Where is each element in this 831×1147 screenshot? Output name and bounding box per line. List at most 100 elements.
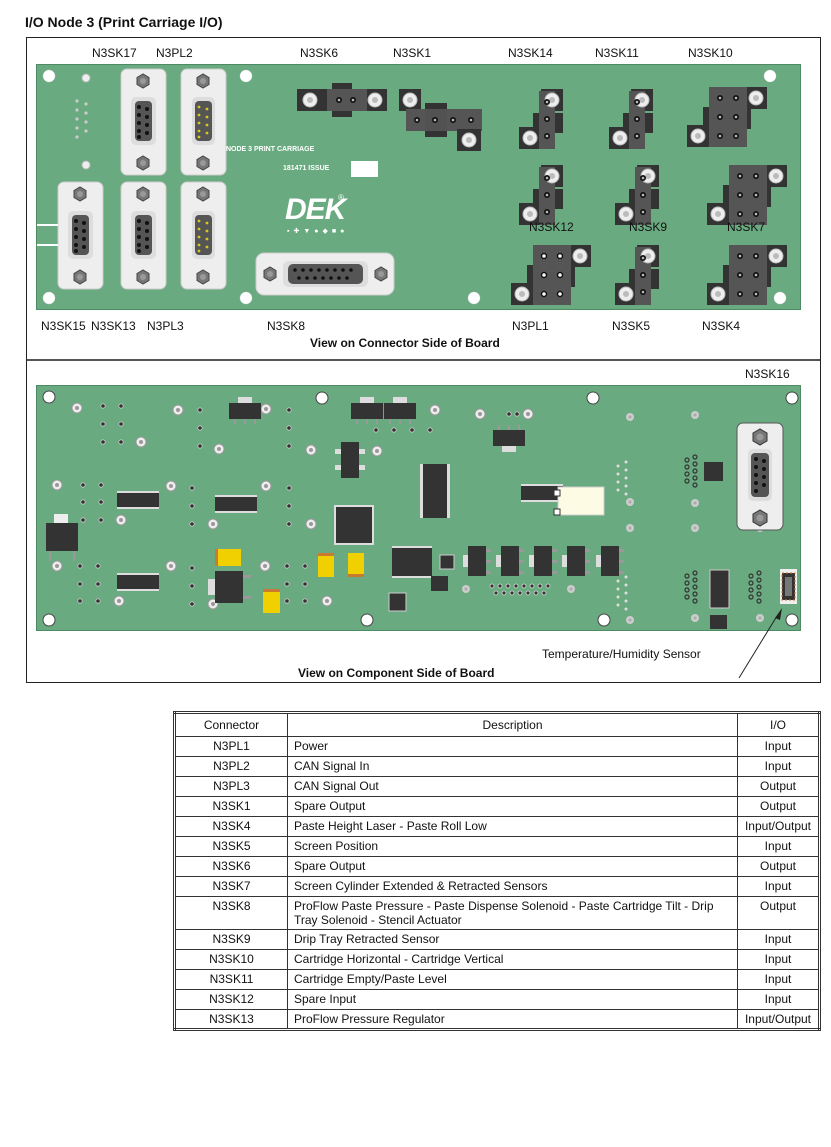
connector-side-caption: View on Connector Side of Board bbox=[310, 336, 500, 350]
sot89 bbox=[46, 514, 78, 561]
label-n3pl3: N3PL3 bbox=[147, 319, 184, 333]
db9-n3sk16-connector bbox=[736, 422, 784, 531]
description-cell: ProFlow Pressure Regulator bbox=[287, 1009, 738, 1030]
soic-vertical-chip bbox=[709, 569, 730, 609]
mounting-hole bbox=[773, 291, 787, 305]
header-n3sk4-connector bbox=[707, 245, 787, 305]
small-chip bbox=[704, 462, 723, 481]
label-n3sk12: N3SK12 bbox=[529, 220, 574, 234]
header-n3sk14-connector bbox=[519, 89, 563, 149]
board-diagram-frame: N3SK17 N3PL2 N3SK6 N3SK1 N3SK14 N3SK11 N… bbox=[26, 37, 821, 683]
connector-cell: N3SK10 bbox=[174, 949, 288, 970]
sot223 bbox=[335, 442, 365, 478]
dpak-transistor bbox=[529, 546, 557, 576]
mounting-hole bbox=[239, 69, 253, 83]
io-cell: Input bbox=[737, 989, 820, 1010]
description-cell: Drip Tray Retracted Sensor bbox=[287, 929, 738, 950]
db9-n3pl3-connector bbox=[180, 181, 227, 290]
label-n3sk9: N3SK9 bbox=[629, 220, 668, 234]
io-cell: Input bbox=[737, 876, 820, 897]
header-pads bbox=[684, 454, 762, 604]
db9-n3pl2-connector bbox=[180, 68, 227, 176]
label-n3sk1: N3SK1 bbox=[393, 46, 432, 60]
connector-cell: N3SK12 bbox=[174, 989, 288, 1010]
label-n3sk14: N3SK14 bbox=[508, 46, 553, 60]
header-io: I/O bbox=[737, 712, 820, 737]
sot-regulator bbox=[384, 397, 416, 424]
label-n3sk7: N3SK7 bbox=[727, 220, 766, 234]
connector-cell: N3SK4 bbox=[174, 816, 288, 837]
io-cell: Input bbox=[737, 836, 820, 857]
soic-chip bbox=[215, 495, 257, 513]
label-n3sk11: N3SK11 bbox=[595, 46, 639, 60]
io-cell: Input bbox=[737, 949, 820, 970]
connector-cell: N3SK8 bbox=[174, 896, 288, 930]
soic-chip bbox=[117, 491, 159, 509]
dpak-transistor bbox=[562, 546, 590, 576]
io-cell: Output bbox=[737, 776, 820, 797]
page-title: I/O Node 3 (Print Carriage I/O) bbox=[25, 14, 223, 30]
io-cell: Output bbox=[737, 796, 820, 817]
issue-box bbox=[351, 161, 378, 177]
soic-wide-chip bbox=[392, 546, 432, 578]
label-n3sk8: N3SK8 bbox=[267, 319, 306, 333]
description-cell: Screen Position bbox=[287, 836, 738, 857]
label-n3pl1: N3PL1 bbox=[512, 319, 549, 333]
connector-cell: N3SK5 bbox=[174, 836, 288, 857]
header-n3sk7-connector bbox=[707, 165, 787, 225]
description-cell: Spare Output bbox=[287, 796, 738, 817]
db9-n3sk15-connector bbox=[37, 181, 104, 290]
label-n3sk16: N3SK16 bbox=[745, 367, 790, 381]
io-cell: Input/Output bbox=[737, 816, 820, 837]
connector-side-parts bbox=[37, 68, 787, 305]
db9-n3sk13-connector bbox=[120, 181, 167, 290]
header-n3sk12-top-connector bbox=[519, 165, 563, 225]
label-n3sk13: N3SK13 bbox=[91, 319, 136, 333]
mounting-hole bbox=[763, 69, 777, 83]
component-side-board bbox=[36, 385, 801, 631]
header-pads bbox=[75, 73, 91, 170]
tantalum-capacitor bbox=[348, 553, 364, 577]
db9-n3sk17-connector bbox=[120, 68, 167, 176]
tantalum-capacitor bbox=[318, 553, 334, 577]
dpak-transistor bbox=[496, 546, 524, 576]
connector-cell: N3PL3 bbox=[174, 776, 288, 797]
header-pads bbox=[616, 460, 628, 611]
sot-regulator bbox=[229, 397, 261, 424]
mounting-hole bbox=[42, 291, 56, 305]
small-chip bbox=[431, 576, 448, 591]
dek-logo: DEK bbox=[285, 193, 346, 226]
header-n3pl1-connector bbox=[511, 245, 591, 305]
description-cell: Screen Cylinder Extended & Retracted Sen… bbox=[287, 876, 738, 897]
connector-cell: N3PL2 bbox=[174, 756, 288, 777]
description-cell: Paste Height Laser - Paste Roll Low bbox=[287, 816, 738, 837]
dip-chip bbox=[420, 464, 450, 518]
mounting-hole bbox=[467, 291, 481, 305]
tantalum-capacitor bbox=[215, 549, 241, 566]
io-cell: Output bbox=[737, 896, 820, 930]
connector-cell: N3SK7 bbox=[174, 876, 288, 897]
io-cell: Input bbox=[737, 969, 820, 990]
header-n3sk5-connector bbox=[615, 245, 659, 305]
header-n3sk10-connector bbox=[687, 87, 767, 147]
silkscreen-title: NODE 3 PRINT CARRIAGE bbox=[226, 146, 315, 153]
connector-cell: N3SK6 bbox=[174, 856, 288, 877]
description-cell: Power bbox=[287, 736, 738, 757]
db15-n3sk8-connector bbox=[255, 252, 395, 296]
soic-chip bbox=[117, 573, 159, 591]
header-n3sk1-connector bbox=[399, 89, 482, 151]
header-n3sk9-connector bbox=[615, 165, 659, 225]
header-connector: Connector bbox=[174, 712, 288, 737]
